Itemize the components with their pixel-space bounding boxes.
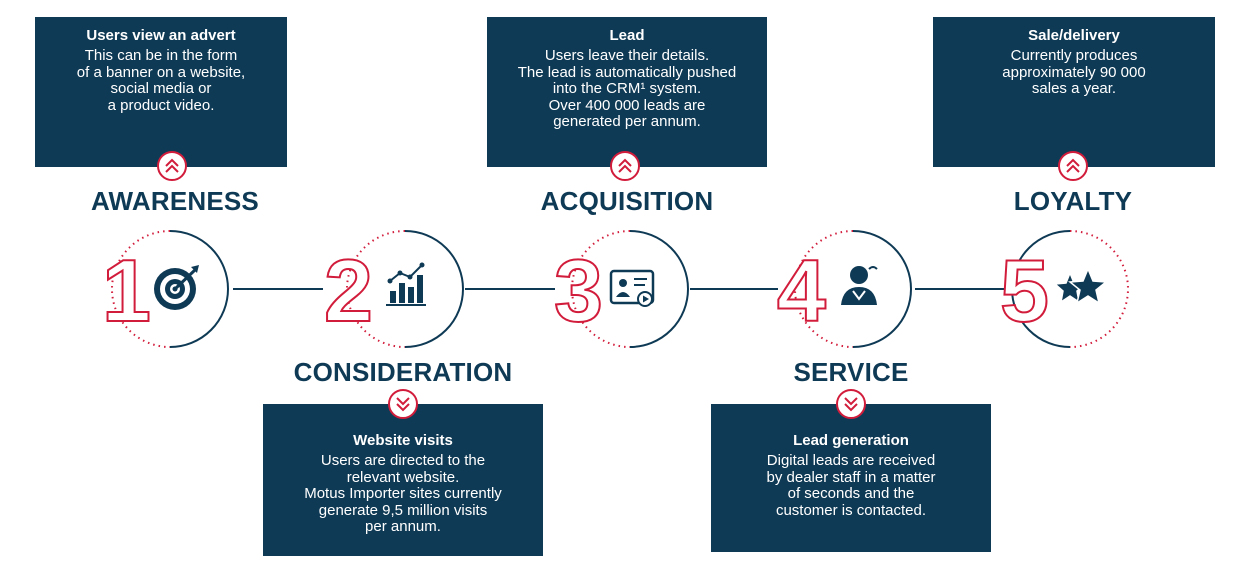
connector-line	[915, 288, 1005, 290]
stage-acquisition-title: ACQUISITION	[540, 186, 714, 216]
consideration-info-box: Website visits Users are directed to the…	[263, 404, 543, 556]
awareness-box-text: This can be in the form of a banner on a…	[76, 47, 246, 114]
acquisition-box-title: Lead	[609, 27, 645, 44]
connector-line	[690, 288, 778, 290]
chevron-up-icon	[157, 151, 187, 181]
service-info-box: Lead generation Digital leads are receiv…	[711, 404, 991, 552]
step-number: 3	[554, 241, 603, 340]
video-presentation-icon	[609, 269, 655, 307]
stage-loyalty-title: LOYALTY	[1013, 186, 1133, 216]
connector-line	[465, 288, 555, 290]
awareness-info-box: Users view an advert This can be in the …	[35, 17, 287, 167]
bar-chart-icon	[386, 262, 426, 306]
acquisition-box-text: Users leave their details. The lead is a…	[517, 47, 737, 130]
stars-icon	[1053, 267, 1108, 305]
consideration-box-title: Website visits	[353, 432, 453, 449]
stage-awareness-title: AWARENESS	[91, 186, 259, 216]
loyalty-info-box: Sale/delivery Currently produces approxi…	[933, 17, 1215, 167]
chevron-up-icon	[1058, 151, 1088, 181]
step-number: 1	[102, 241, 151, 340]
customer-agent-icon	[841, 266, 878, 305]
step-number: 2	[324, 241, 373, 340]
step-3: 3	[550, 229, 710, 349]
step-1: 1	[100, 229, 260, 349]
step-4: 4	[773, 229, 933, 349]
loyalty-box-text: Currently produces approximately 90 000 …	[1002, 47, 1146, 97]
stage-consideration-title: CONSIDERATION	[293, 357, 513, 387]
step-2: 2	[320, 229, 480, 349]
acquisition-info-box: Lead Users leave their details. The lead…	[487, 17, 767, 167]
step-number: 5	[1000, 241, 1049, 340]
service-box-text: Digital leads are received by dealer sta…	[766, 452, 936, 519]
step-number: 4	[777, 241, 826, 340]
awareness-box-title: Users view an advert	[86, 27, 236, 44]
stage-service-title: SERVICE	[793, 357, 909, 387]
loyalty-box-title: Sale/delivery	[1028, 27, 1120, 44]
connector-line	[233, 288, 323, 290]
chevron-up-icon	[610, 151, 640, 181]
step-5: 5	[1000, 229, 1160, 349]
chevron-down-icon	[836, 389, 866, 419]
target-icon	[154, 265, 199, 310]
service-box-title: Lead generation	[793, 432, 909, 449]
consideration-box-text: Users are directed to the relevant websi…	[304, 452, 502, 535]
chevron-down-icon	[388, 389, 418, 419]
